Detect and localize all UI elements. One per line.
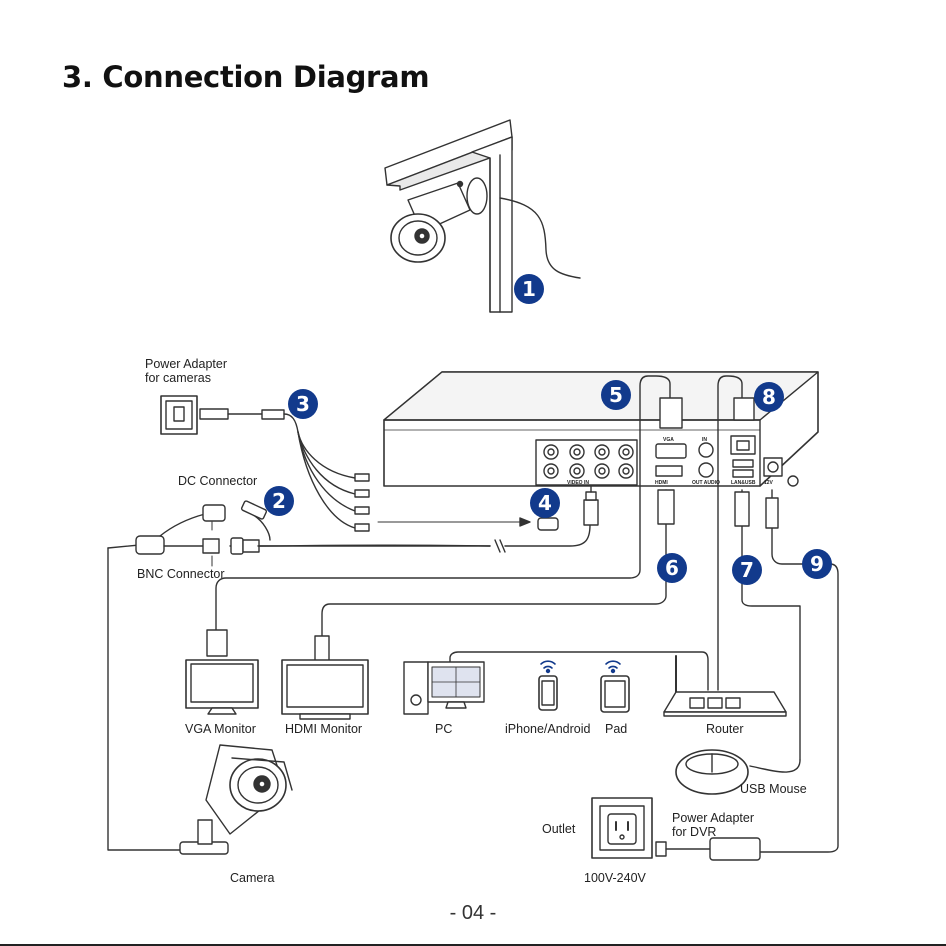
- step-badge-1: 1: [514, 274, 544, 304]
- label-dc-connector: DC Connector: [178, 474, 257, 488]
- pc-icon: [404, 662, 484, 714]
- port-label-hdmi: HDMI: [655, 480, 668, 486]
- label-power-adapter-dvr: Power Adapter for DVR: [672, 811, 754, 839]
- bottom-camera-icon: [180, 745, 292, 854]
- dvr-power-adapter-icon: [656, 838, 760, 860]
- outlet-icon: [592, 798, 652, 858]
- label-pc: PC: [435, 722, 452, 736]
- page-number: - 04 -: [0, 902, 946, 925]
- step-badge-4: 4: [530, 488, 560, 518]
- vga-monitor-icon: [186, 660, 258, 714]
- step-badge-5: 5: [601, 380, 631, 410]
- step-badge-2: 2: [264, 486, 294, 516]
- label-voltage: 100V-240V: [584, 871, 646, 885]
- label-router: Router: [706, 722, 744, 736]
- hdmi-monitor-icon: [282, 660, 368, 719]
- port-label-video-in: VIDEO IN: [567, 480, 589, 486]
- label-iphone-android: iPhone/Android: [505, 722, 590, 736]
- label-bnc-connector: BNC Connector: [137, 567, 225, 581]
- phone-icon: [539, 676, 557, 710]
- tablet-icon: [601, 676, 629, 712]
- step-badge-3: 3: [288, 389, 318, 419]
- step-badge-8: 8: [754, 382, 784, 412]
- step-badge-6: 6: [657, 553, 687, 583]
- label-usb-mouse: USB Mouse: [740, 782, 807, 796]
- step-badge-7: 7: [732, 555, 762, 585]
- port-label-vga: VGA: [663, 437, 674, 443]
- label-power-adapter-cameras: Power Adapter for cameras: [145, 357, 227, 385]
- label-pad: Pad: [605, 722, 627, 736]
- label-outlet: Outlet: [542, 822, 575, 836]
- label-hdmi-monitor: HDMI Monitor: [285, 722, 362, 736]
- wall-camera-icon: [385, 120, 580, 312]
- port-label-lan-usb: LAN&USB: [731, 480, 756, 486]
- port-label-in: IN: [702, 437, 707, 443]
- step-badge-9: 9: [802, 549, 832, 579]
- label-vga-monitor: VGA Monitor: [185, 722, 256, 736]
- port-label-power: 12V: [764, 480, 774, 486]
- label-camera: Camera: [230, 871, 274, 885]
- wifi-icon: [541, 661, 620, 672]
- router-icon: [664, 656, 786, 716]
- port-label-out-audio: OUT AUDIO: [692, 480, 720, 486]
